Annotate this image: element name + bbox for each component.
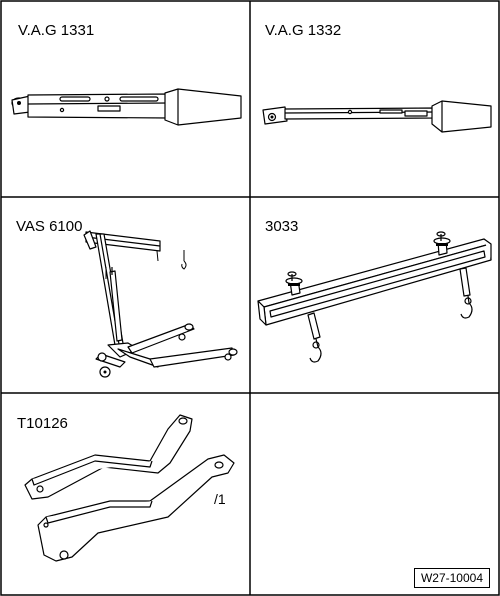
tool-label-vag-1331: V.A.G 1331 bbox=[18, 22, 95, 39]
tool-label-t10126: T10126 bbox=[17, 415, 68, 432]
cell-empty bbox=[250, 393, 500, 595]
bracket-t10126-drawing bbox=[24, 414, 235, 562]
tool-label-3033: 3033 bbox=[265, 218, 299, 235]
cell-3033: 3033 bbox=[250, 197, 500, 393]
engine-hoist-drawing bbox=[83, 230, 238, 378]
tool-label-vas-6100: VAS 6100 bbox=[16, 218, 83, 235]
part-marker: /1 bbox=[214, 491, 226, 507]
torque-wrench-1332-drawing bbox=[262, 100, 492, 133]
cell-vag-1332: V.A.G 1332 bbox=[250, 0, 500, 197]
cell-vag-1331: V.A.G 1331 bbox=[0, 0, 250, 197]
torque-wrench-1331-drawing bbox=[11, 88, 242, 126]
cell-vas-6100: VAS 6100 bbox=[0, 197, 250, 393]
tool-label-vag-1332: V.A.G 1332 bbox=[265, 22, 342, 39]
support-bracket-3033-drawing bbox=[257, 231, 492, 363]
cell-t10126: T10126 /1 bbox=[0, 393, 250, 595]
figure-id-label: W27-10004 bbox=[413, 568, 490, 588]
